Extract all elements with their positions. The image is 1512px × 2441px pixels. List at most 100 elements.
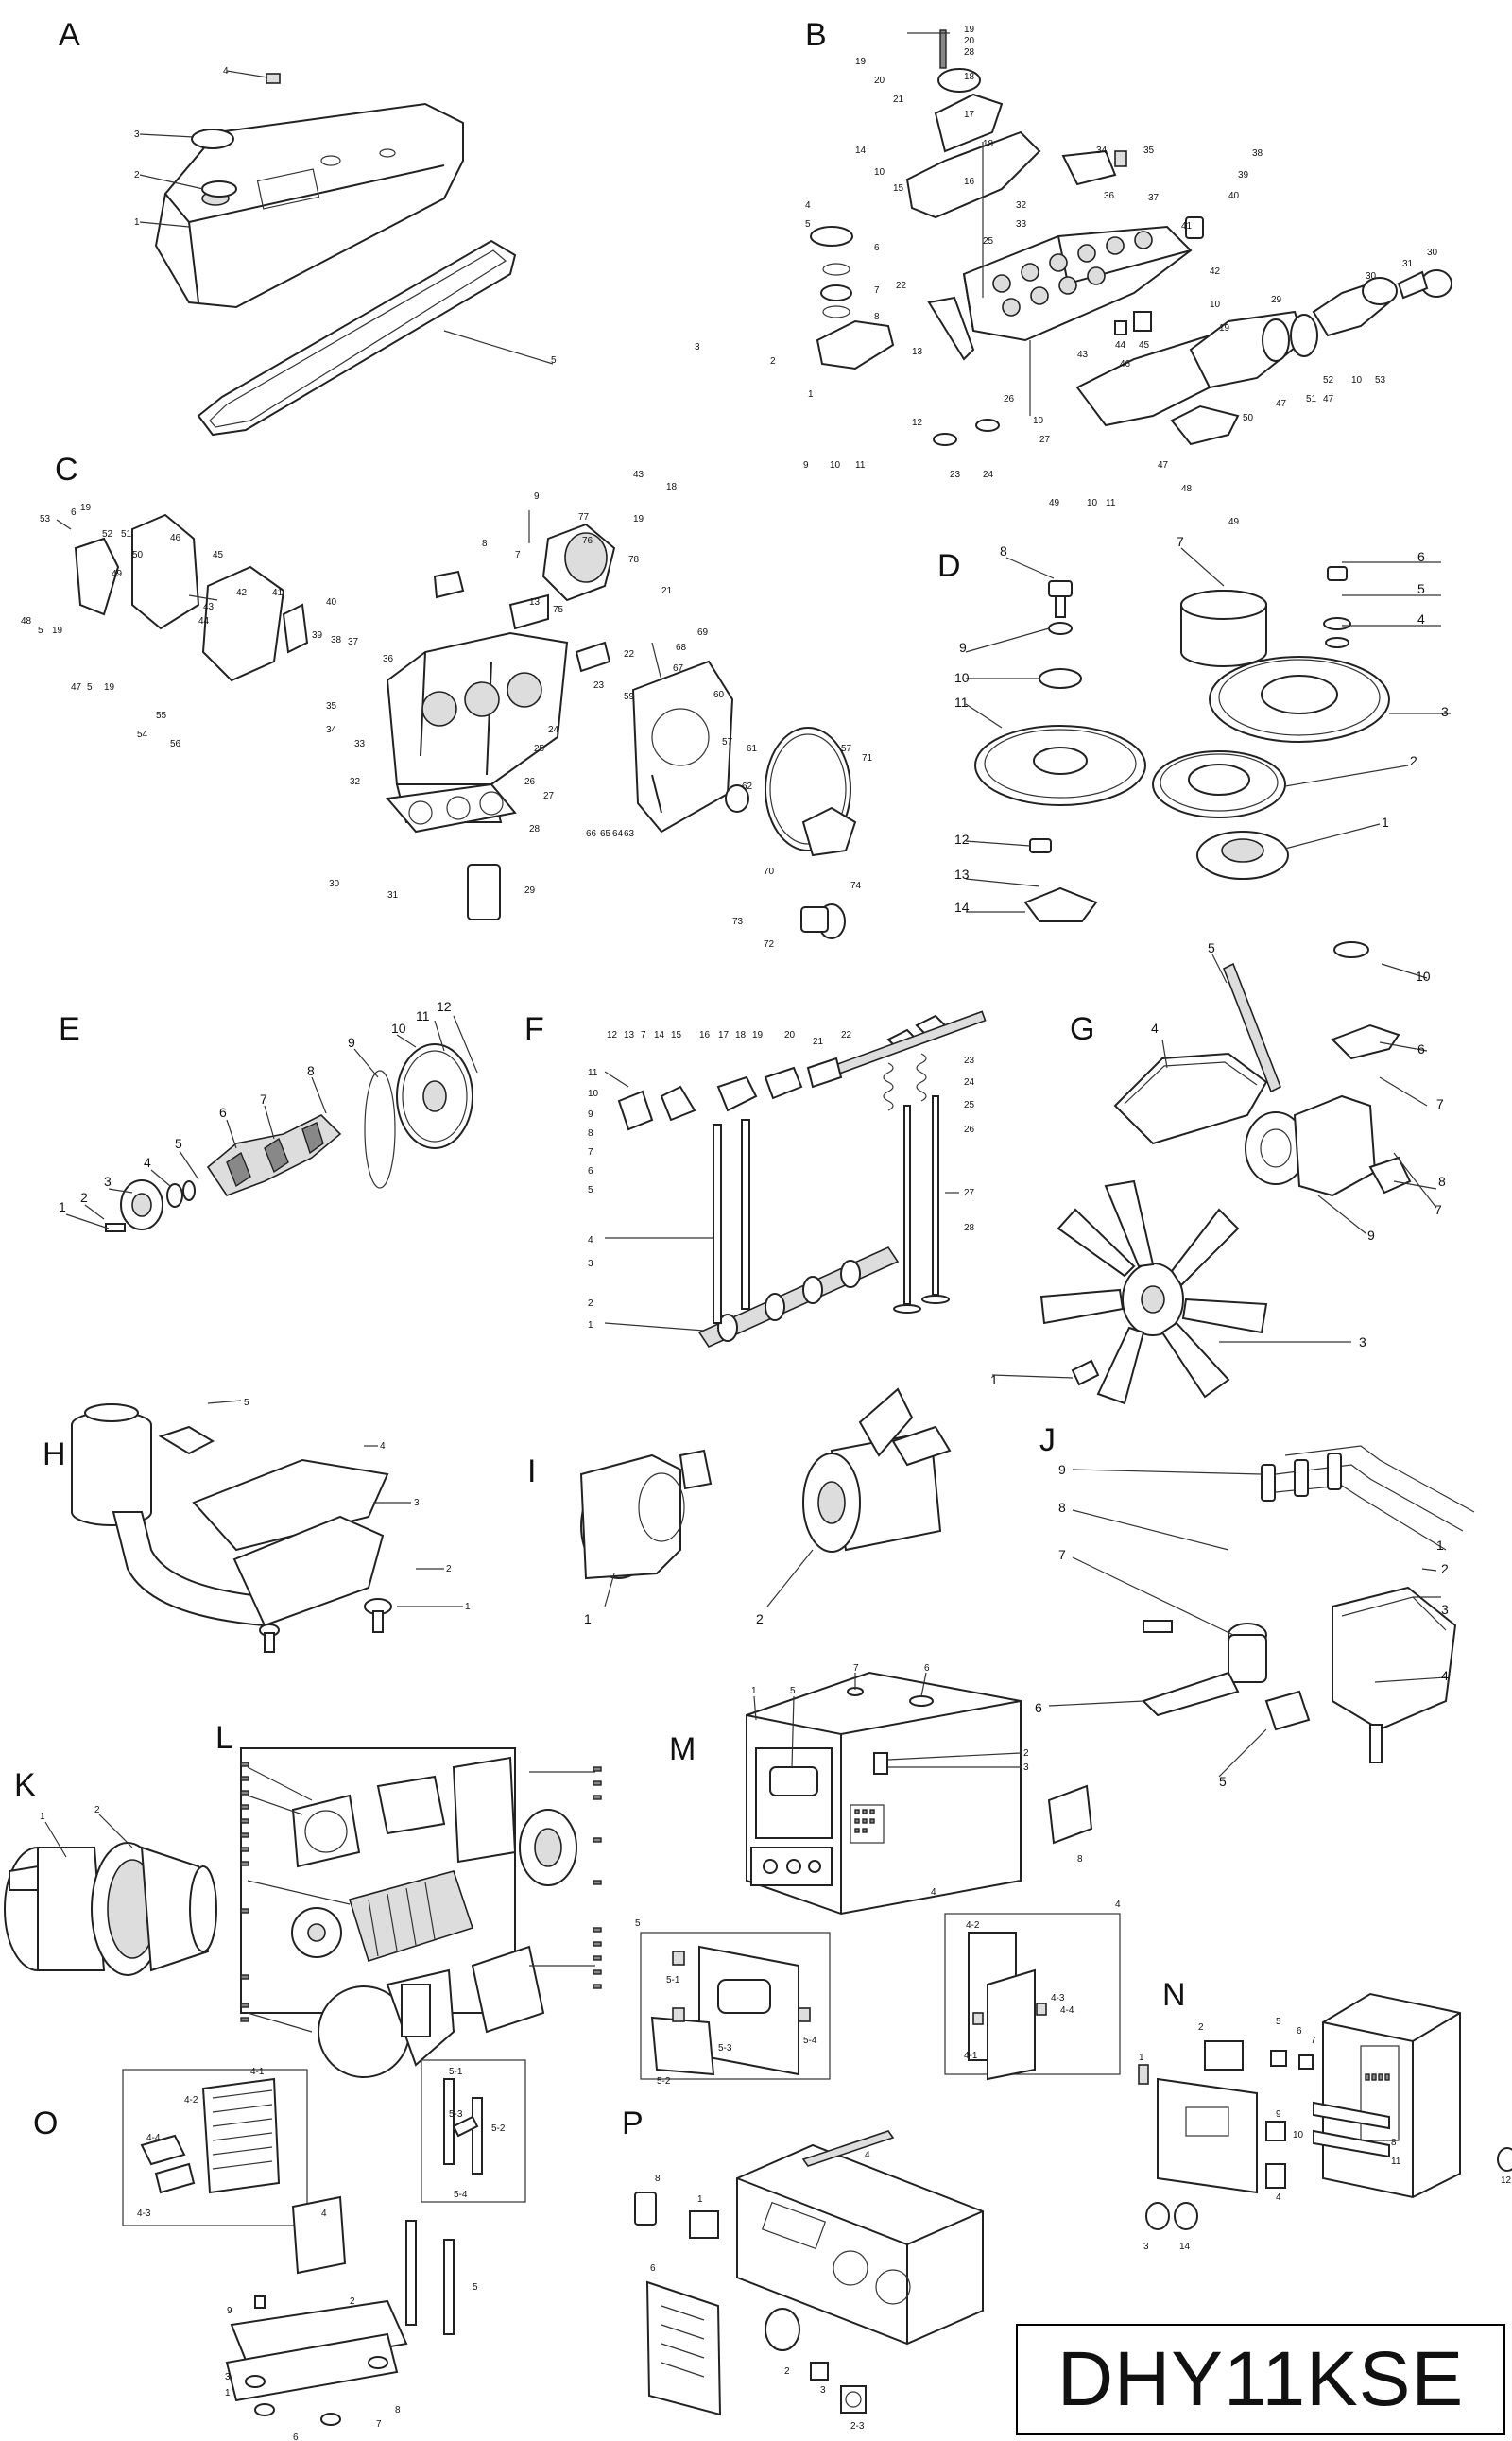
svg-text:76: 76 <box>582 536 593 546</box>
svg-text:10: 10 <box>1210 300 1221 310</box>
svg-text:2: 2 <box>1198 2022 1204 2033</box>
svg-text:8: 8 <box>1391 2138 1397 2148</box>
svg-text:38: 38 <box>1252 148 1263 159</box>
svg-text:7: 7 <box>260 1092 267 1107</box>
svg-text:2: 2 <box>1441 1561 1449 1576</box>
svg-text:25: 25 <box>964 1100 975 1110</box>
svg-text:4-4: 4-4 <box>146 2133 161 2143</box>
svg-text:28: 28 <box>964 47 975 58</box>
svg-text:1: 1 <box>584 1611 592 1626</box>
svg-text:7: 7 <box>1058 1547 1066 1562</box>
svg-text:5: 5 <box>1208 940 1215 955</box>
svg-text:11: 11 <box>416 1008 430 1023</box>
svg-text:15: 15 <box>893 183 904 194</box>
svg-text:10: 10 <box>830 460 841 471</box>
svg-text:9: 9 <box>959 640 967 655</box>
svg-text:50: 50 <box>1243 413 1254 423</box>
svg-text:9: 9 <box>803 460 809 471</box>
svg-text:19: 19 <box>855 57 867 67</box>
svg-text:21: 21 <box>662 586 673 596</box>
svg-text:3: 3 <box>104 1174 112 1189</box>
svg-text:8: 8 <box>1438 1174 1446 1189</box>
svg-text:1: 1 <box>134 217 140 228</box>
svg-text:61: 61 <box>747 744 758 754</box>
svg-text:51: 51 <box>121 529 132 540</box>
section-letter-o: O <box>33 2106 59 2141</box>
svg-text:65: 65 <box>600 829 611 839</box>
svg-text:6: 6 <box>219 1105 227 1120</box>
svg-text:4: 4 <box>144 1155 151 1170</box>
svg-text:40: 40 <box>326 597 337 608</box>
svg-text:4-4: 4-4 <box>1060 2005 1074 2016</box>
section-letter-h: H <box>43 1436 66 1472</box>
svg-text:4-1: 4-1 <box>250 2067 265 2077</box>
svg-text:53: 53 <box>1375 375 1386 386</box>
svg-text:14: 14 <box>1179 2242 1191 2252</box>
svg-text:3: 3 <box>1441 704 1449 719</box>
section-letter-e: E <box>59 1011 80 1047</box>
svg-text:78: 78 <box>628 555 640 565</box>
model-name-box: DHY11KSE <box>1016 2324 1505 2435</box>
svg-text:12: 12 <box>1501 2175 1512 2186</box>
svg-text:11: 11 <box>1391 2157 1401 2167</box>
svg-text:8: 8 <box>1077 1854 1083 1865</box>
svg-text:5: 5 <box>1219 1774 1227 1789</box>
svg-text:8: 8 <box>655 2174 661 2184</box>
svg-text:1: 1 <box>40 1812 45 1822</box>
svg-text:11: 11 <box>954 695 969 710</box>
svg-text:2: 2 <box>1410 753 1418 768</box>
svg-text:22: 22 <box>896 281 907 291</box>
svg-text:5-4: 5-4 <box>454 2190 468 2200</box>
svg-text:3: 3 <box>1023 1762 1029 1773</box>
svg-text:9: 9 <box>348 1035 355 1050</box>
svg-text:9: 9 <box>534 491 540 502</box>
svg-text:30: 30 <box>329 879 340 889</box>
svg-text:72: 72 <box>764 939 775 950</box>
svg-text:5-1: 5-1 <box>449 2067 463 2077</box>
svg-text:10: 10 <box>1087 498 1098 508</box>
svg-text:30: 30 <box>1366 271 1377 282</box>
svg-text:27: 27 <box>543 791 555 801</box>
svg-text:13: 13 <box>954 867 970 882</box>
svg-text:75: 75 <box>553 605 564 615</box>
svg-text:8: 8 <box>482 539 488 549</box>
svg-text:17: 17 <box>718 1030 730 1040</box>
svg-text:1: 1 <box>225 2388 231 2398</box>
svg-text:11: 11 <box>855 460 866 471</box>
svg-text:35: 35 <box>326 701 337 712</box>
svg-text:5-4: 5-4 <box>803 2036 817 2046</box>
svg-text:50: 50 <box>132 550 144 560</box>
svg-text:42: 42 <box>236 588 248 598</box>
svg-text:13: 13 <box>912 347 923 357</box>
svg-text:42: 42 <box>1210 266 1221 277</box>
svg-text:57: 57 <box>722 737 733 748</box>
svg-text:47: 47 <box>1158 460 1169 471</box>
svg-text:26: 26 <box>1004 394 1015 404</box>
section-letter-f: F <box>524 1011 544 1047</box>
svg-text:28: 28 <box>964 1223 975 1233</box>
svg-text:14: 14 <box>954 900 970 915</box>
svg-text:23: 23 <box>964 1056 975 1066</box>
svg-text:4: 4 <box>588 1235 593 1246</box>
svg-text:5: 5 <box>1276 2017 1281 2027</box>
section-letter-l: L <box>215 1720 233 1756</box>
section-letter-k: K <box>14 1767 36 1803</box>
svg-text:1: 1 <box>808 389 814 400</box>
svg-text:6: 6 <box>1418 1041 1425 1057</box>
svg-text:44: 44 <box>198 616 210 627</box>
svg-text:15: 15 <box>671 1030 682 1040</box>
svg-text:7: 7 <box>1436 1096 1444 1111</box>
svg-text:19: 19 <box>964 25 975 35</box>
svg-text:20: 20 <box>964 36 975 46</box>
svg-text:19: 19 <box>80 503 92 513</box>
svg-text:53: 53 <box>40 514 51 524</box>
section-letter-a: A <box>59 17 80 53</box>
svg-text:5-3: 5-3 <box>449 2109 463 2120</box>
svg-text:48: 48 <box>21 616 32 627</box>
svg-text:3: 3 <box>225 2372 231 2382</box>
svg-text:5-1: 5-1 <box>666 1975 680 1985</box>
svg-text:59: 59 <box>624 692 635 702</box>
